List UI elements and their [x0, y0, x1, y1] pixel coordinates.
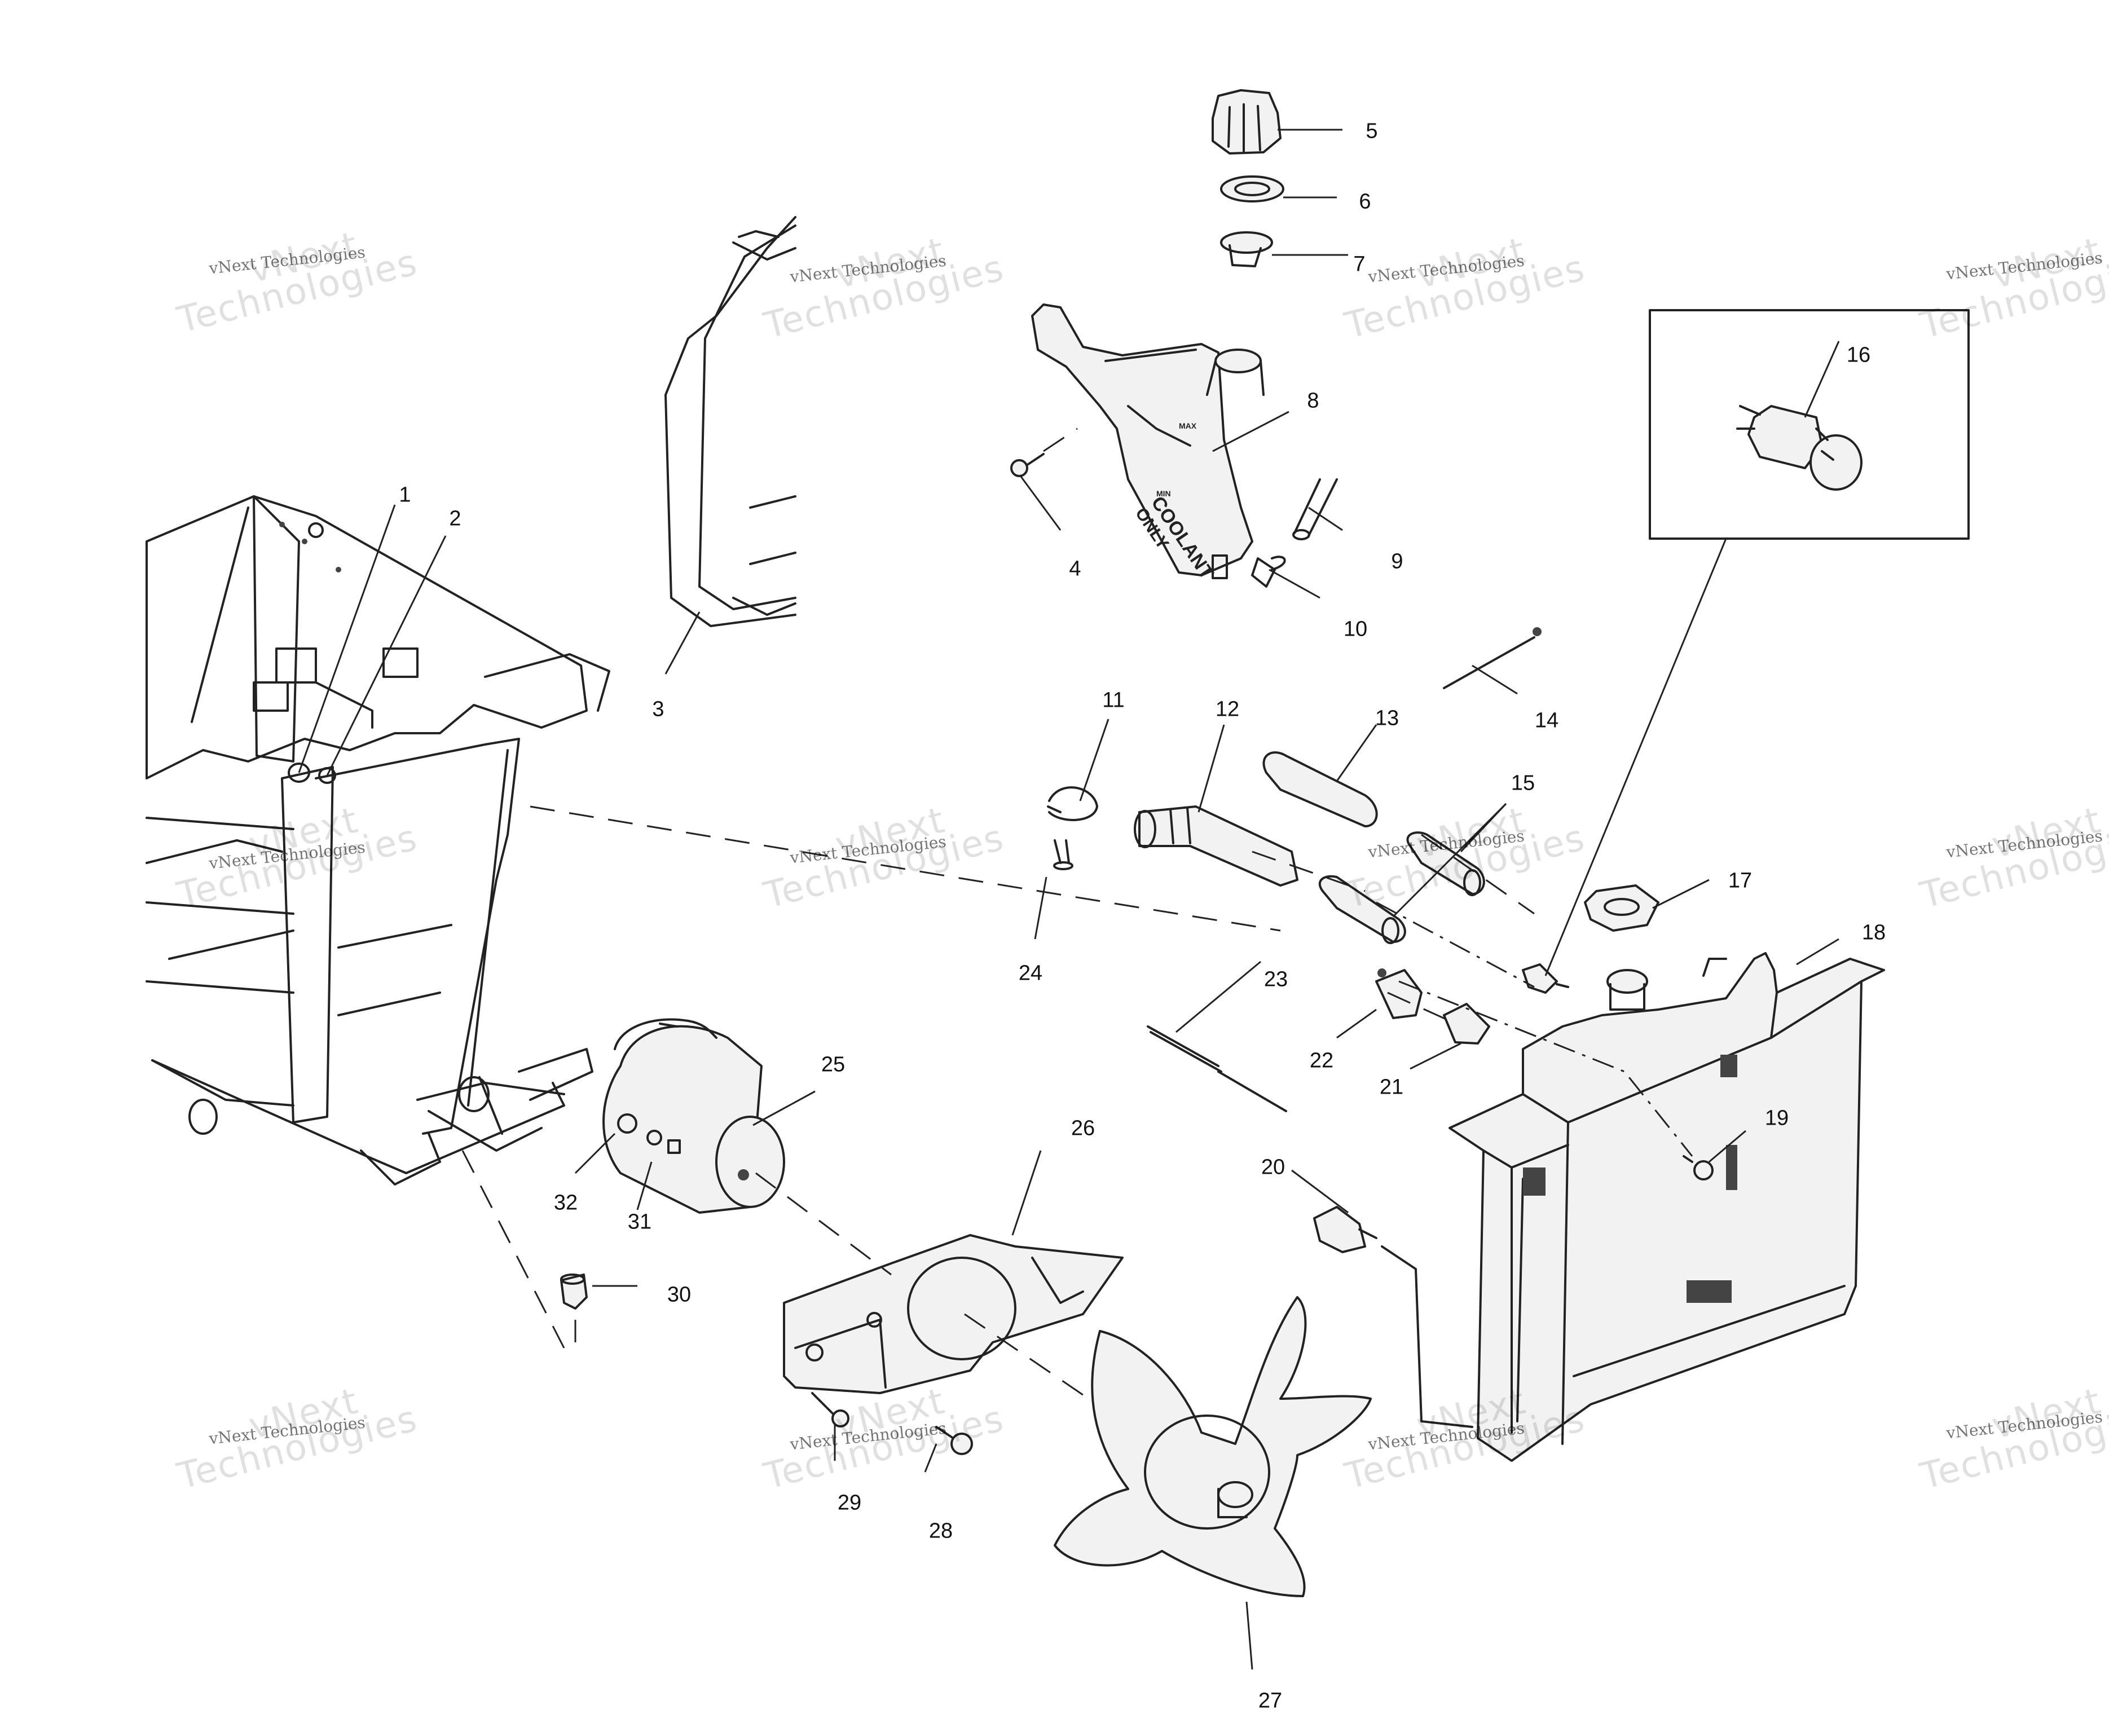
hose-part-9 [1292, 478, 1338, 540]
callout-21: 21 [1379, 1075, 1404, 1099]
clamp-part-11 [1047, 786, 1098, 821]
callout-19: 19 [1764, 1106, 1789, 1130]
callout-32: 32 [553, 1191, 578, 1215]
callout-11: 11 [1102, 688, 1125, 712]
callout-20: 20 [1261, 1155, 1285, 1179]
callout-3: 3 [652, 697, 664, 721]
callout-26: 26 [1071, 1116, 1095, 1140]
callout-23: 23 [1263, 967, 1288, 992]
callout-17: 17 [1728, 869, 1753, 893]
reservoir-max-mark: MAX [1179, 421, 1197, 430]
callout-29: 29 [837, 1491, 862, 1515]
fitting-part-22 [1375, 968, 1423, 1019]
callout-30: 30 [667, 1283, 692, 1307]
callout-16: 16 [1846, 343, 1871, 367]
callout-27: 27 [1258, 1689, 1283, 1713]
tie-part-23 [1147, 1025, 1287, 1112]
screw-part-28 [935, 1426, 973, 1455]
callout-25: 25 [821, 1052, 846, 1077]
screw-part-4 [1010, 428, 1078, 477]
callout-14: 14 [1534, 708, 1559, 733]
screw-part-24 [1053, 839, 1073, 870]
fan-bracket-part-26 [783, 1234, 1124, 1394]
screw-part-29 [811, 1392, 849, 1427]
inset-box-part-16 [1649, 309, 1970, 540]
alignment-lines [461, 805, 1693, 1400]
clamp-part-10 [1251, 556, 1286, 588]
bushing-part-30 [560, 1274, 588, 1310]
wire-part-14 [1443, 627, 1542, 689]
sensor-fitted [1522, 963, 1569, 994]
callout-18: 18 [1861, 920, 1886, 945]
callout-8: 8 [1307, 389, 1319, 413]
callout-6: 6 [1359, 190, 1371, 214]
callout-10: 10 [1343, 617, 1368, 641]
callout-22: 22 [1309, 1048, 1334, 1073]
callout-28: 28 [928, 1519, 953, 1543]
cap-assembly-parts-5-6-7 [1212, 89, 1284, 267]
hose-part-12 [1134, 805, 1298, 887]
callout-5: 5 [1366, 119, 1378, 143]
fitting-part-21 [1443, 1003, 1490, 1045]
callout-9: 9 [1391, 549, 1403, 574]
leader-lines [298, 129, 1840, 1670]
reservoir-min-mark: MIN [1156, 489, 1171, 498]
callout-4: 4 [1069, 557, 1081, 581]
fan-motor-part-25 [602, 1018, 785, 1214]
cap-part-17 [1584, 884, 1659, 1011]
callout-7: 7 [1353, 252, 1366, 276]
callout-1: 1 [399, 483, 411, 507]
radiator-shroud-part-3 [664, 216, 796, 627]
sensor-part-20 [1313, 1206, 1473, 1428]
callout-24: 24 [1018, 961, 1043, 985]
frame-assembly [146, 495, 610, 1186]
callout-2: 2 [449, 506, 461, 531]
fan-blade-part-27 [1054, 1296, 1372, 1597]
callout-13: 13 [1375, 706, 1399, 730]
screw-part-19 [1683, 1155, 1714, 1180]
radiator-part-18 [1448, 952, 1885, 1462]
coolant-reservoir-part-8: MAX MIN COOLANT ONLY [1031, 303, 1265, 583]
callout-31: 31 [627, 1210, 652, 1234]
callout-15: 15 [1511, 771, 1535, 795]
hose-part-13 [1262, 751, 1378, 827]
callout-12: 12 [1215, 697, 1240, 721]
